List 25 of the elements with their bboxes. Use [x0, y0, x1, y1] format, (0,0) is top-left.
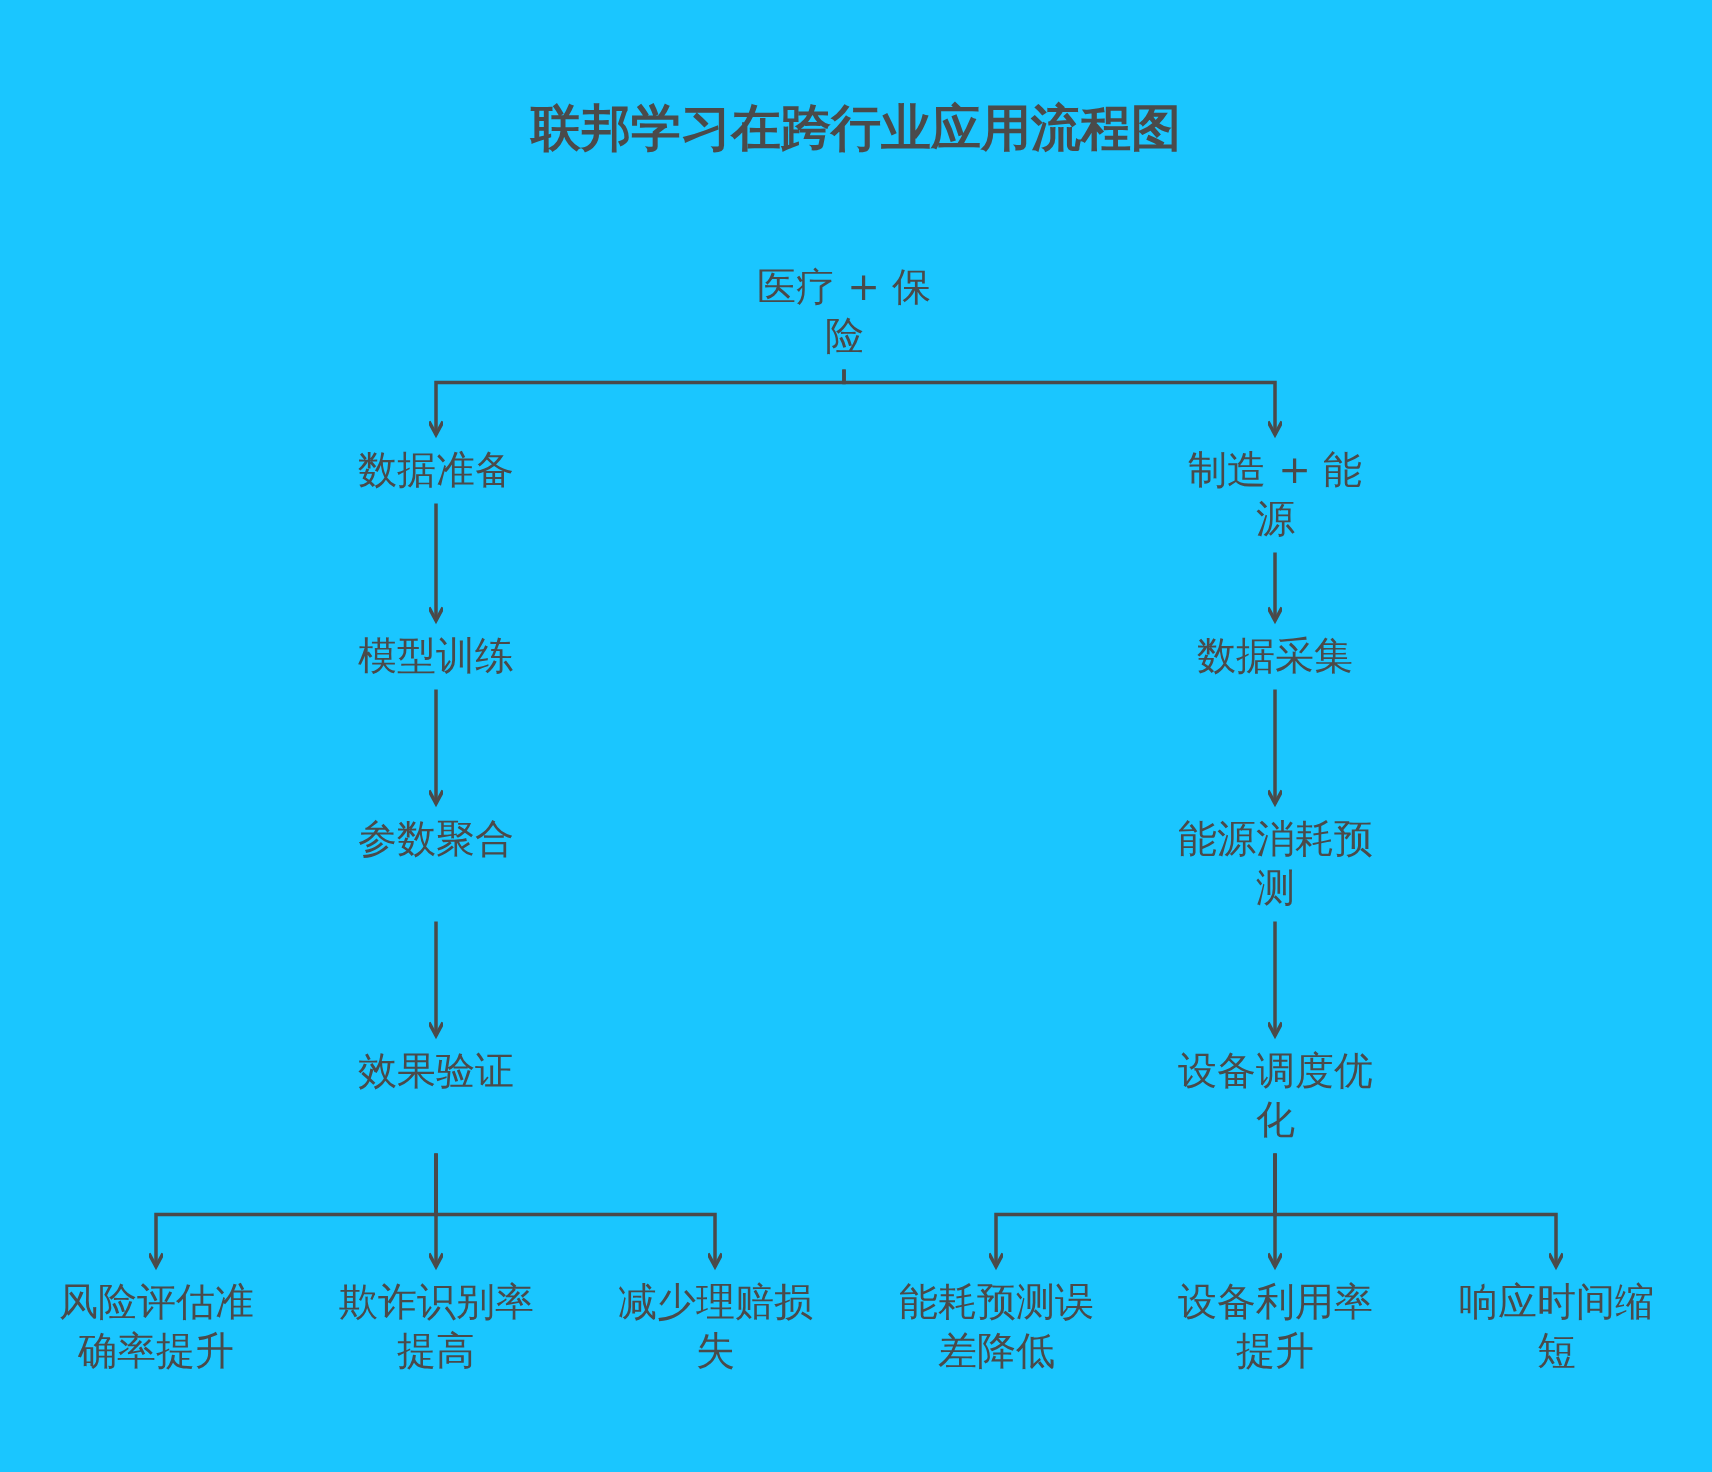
- arrow: [1266, 552, 1284, 623]
- step-label: 模型训练: [331, 620, 541, 690]
- step-label: 制造 + 能源: [1170, 434, 1380, 553]
- step-label: 减少理赔损失: [610, 1266, 820, 1385]
- arrow: [1273, 1153, 1565, 1269]
- step-label: 能耗预测误差降低: [891, 1266, 1101, 1385]
- step-label: 设备调度优化: [1170, 1035, 1380, 1154]
- step-label: 响应时间缩短: [1451, 1266, 1661, 1385]
- step-label: 数据采集: [1170, 620, 1380, 690]
- step-label: 风险评估准确率提升: [51, 1266, 261, 1385]
- step-label: 设备利用率提升: [1170, 1266, 1380, 1385]
- arrow: [427, 689, 445, 806]
- step-label: 欺诈识别率提高: [331, 1266, 541, 1385]
- step-label: 医疗 + 保险: [739, 251, 949, 370]
- step-label: 能源消耗预测: [1170, 803, 1380, 922]
- arrow: [1266, 921, 1284, 1038]
- arrow: [842, 369, 1284, 437]
- step-label: 参数聚合: [331, 803, 541, 922]
- arrow: [1266, 689, 1284, 806]
- step-label: 效果验证: [331, 1035, 541, 1154]
- step-label: 数据准备: [331, 434, 541, 504]
- arrow: [434, 1153, 724, 1269]
- arrow: [427, 921, 445, 1038]
- diagram-title: 联邦学习在跨行业应用流程图: [529, 98, 1182, 158]
- arrow: [427, 503, 445, 623]
